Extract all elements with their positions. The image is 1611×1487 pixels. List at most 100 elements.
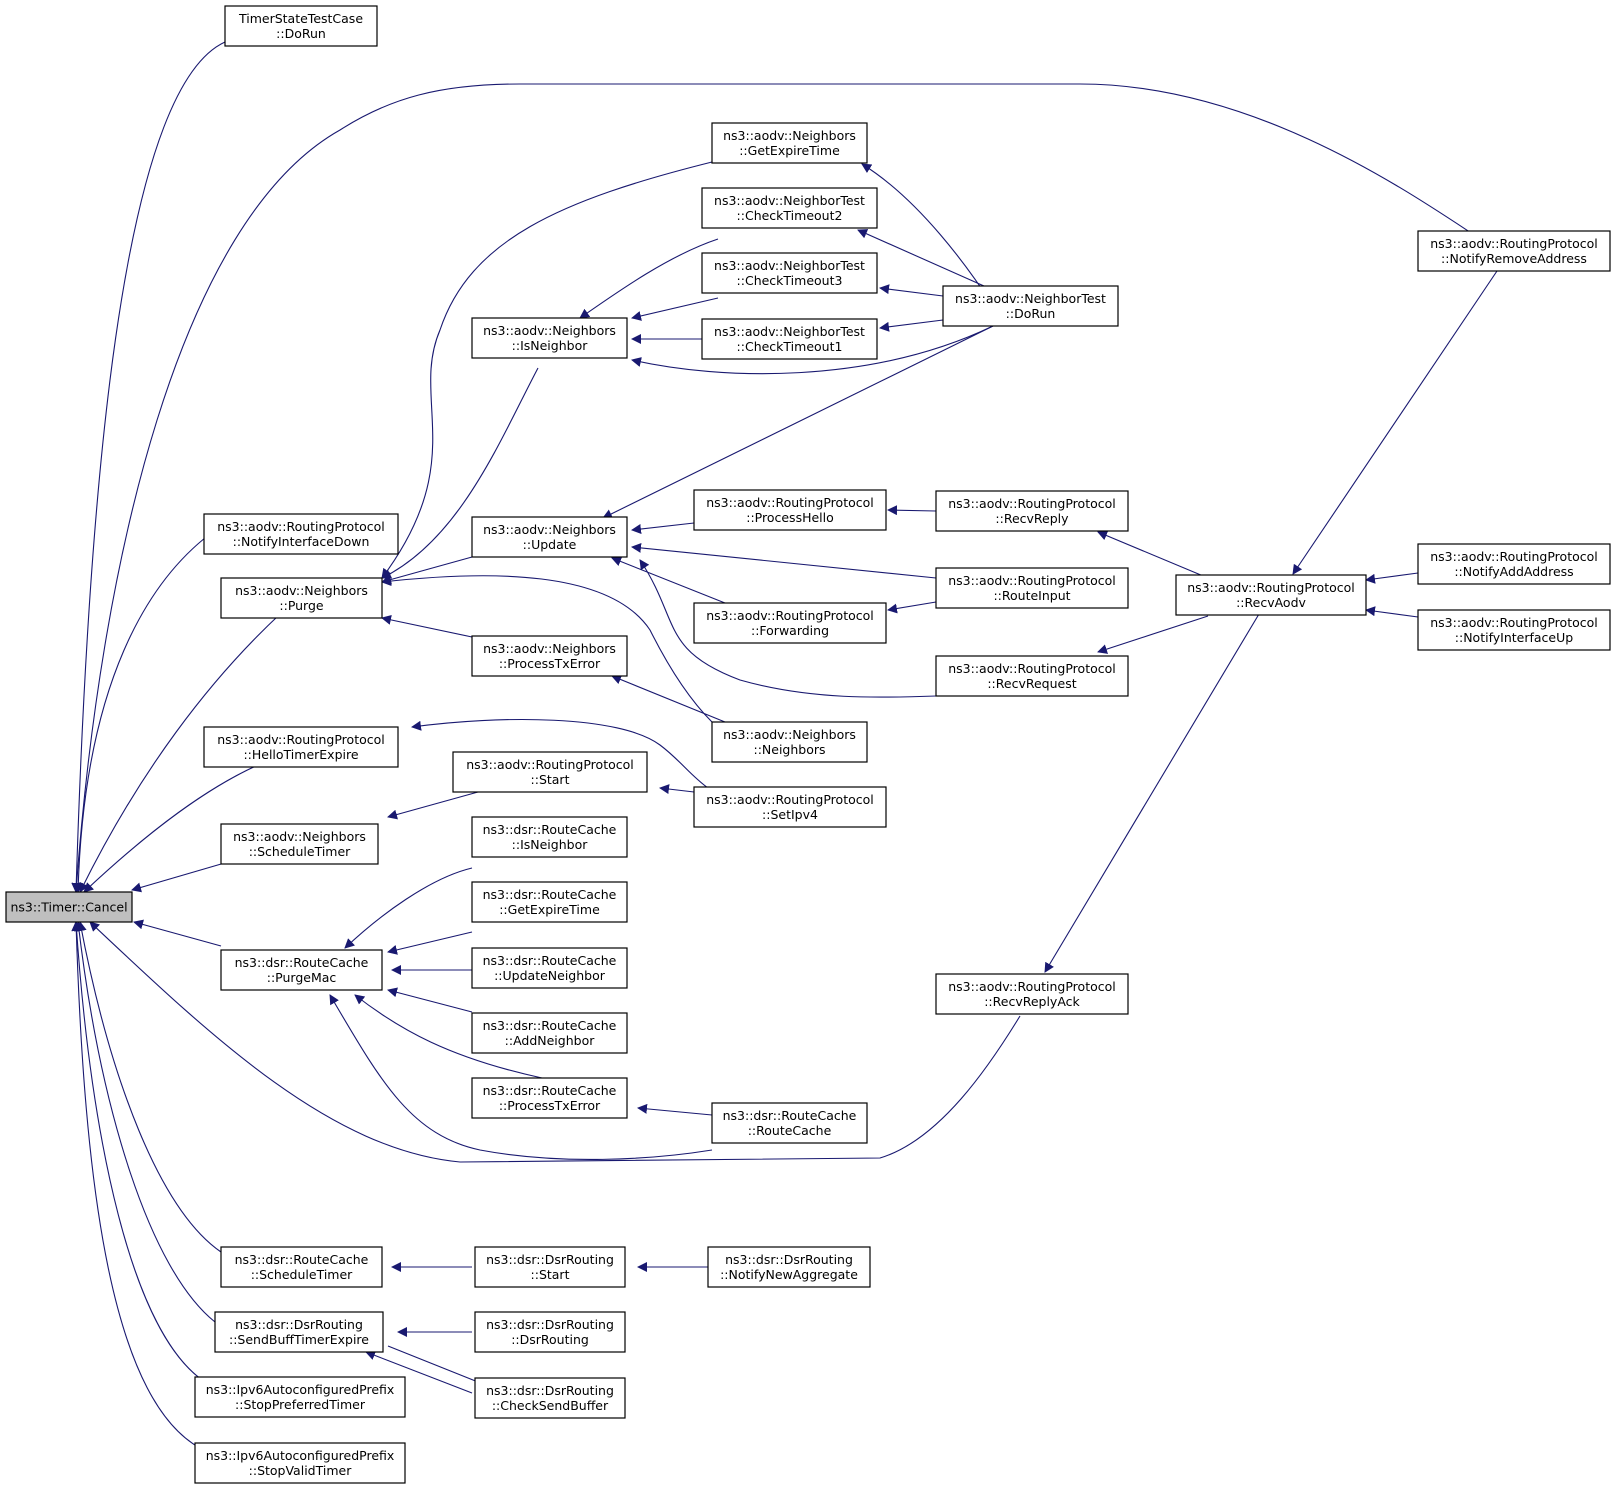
node-ipv6-spt[interactable]: ns3::Ipv6AutoconfiguredPrefix::StopPrefe… <box>194 1376 406 1418</box>
node-box <box>935 973 1129 1015</box>
edge-rpph-rprr <box>887 505 937 516</box>
node-label: ::NotifyInterfaceDown <box>233 534 370 549</box>
node-label: ns3::dsr::DsrRouting <box>486 1383 614 1398</box>
node-label: ns3::aodv::RoutingProtocol <box>706 792 874 807</box>
node-rc-isn[interactable]: ns3::dsr::RouteCache::IsNeighbor <box>471 816 628 858</box>
edge-purge-nbptx <box>381 614 473 638</box>
node-tstc[interactable]: TimerStateTestCase::DoRun <box>224 5 378 47</box>
node-nb-ptx[interactable]: ns3::aodv::Neighbors::ProcessTxError <box>471 635 628 677</box>
node-box <box>711 1102 868 1144</box>
node-box <box>942 285 1119 327</box>
node-cancel[interactable]: ns3::Timer::Cancel <box>5 891 133 923</box>
node-rc-st[interactable]: ns3::dsr::RouteCache::ScheduleTimer <box>220 1246 383 1288</box>
node-nt-ct2[interactable]: ns3::aodv::NeighborTest::CheckTimeout2 <box>701 187 878 229</box>
node-label: ::Neighbors <box>753 742 825 757</box>
node-nb-st[interactable]: ns3::aodv::Neighbors::ScheduleTimer <box>220 823 379 865</box>
node-box <box>1417 609 1611 651</box>
node-rp-rreq[interactable]: ns3::aodv::RoutingProtocol::RecvRequest <box>935 655 1129 697</box>
node-label: ::RecvReplyAck <box>984 994 1080 1009</box>
edge-nbupd-ntdorun <box>602 325 994 519</box>
node-box <box>1417 230 1611 272</box>
node-rc-add[interactable]: ns3::dsr::RouteCache::AddNeighbor <box>471 1012 628 1054</box>
node-label: ::GetExpireTime <box>499 902 600 917</box>
node-nt-ct3[interactable]: ns3::aodv::NeighborTest::CheckTimeout3 <box>701 252 878 294</box>
node-rp-hte[interactable]: ns3::aodv::RoutingProtocol::HelloTimerEx… <box>203 726 399 768</box>
node-label: ns3::dsr::DsrRouting <box>725 1252 853 1267</box>
node-label: ::RecvRequest <box>987 676 1076 691</box>
node-nt-ct1[interactable]: ns3::aodv::NeighborTest::CheckTimeout1 <box>701 318 878 360</box>
edge-cancel-rpnra <box>71 83 1486 893</box>
node-rp-rr[interactable]: ns3::aodv::RoutingProtocol::RecvReply <box>935 490 1129 532</box>
node-rp-fwd[interactable]: ns3::aodv::RoutingProtocol::Forwarding <box>693 602 887 644</box>
node-dsr-nna[interactable]: ns3::dsr::DsrRouting::NotifyNewAggregate <box>707 1246 871 1288</box>
node-box <box>194 1376 406 1418</box>
node-dsr-start[interactable]: ns3::dsr::DsrRouting::Start <box>474 1246 626 1288</box>
node-label: ::Start <box>531 772 570 787</box>
node-ipv6-svt[interactable]: ns3::Ipv6AutoconfiguredPrefix::StopValid… <box>194 1442 406 1484</box>
node-label: ns3::aodv::RoutingProtocol <box>217 732 385 747</box>
node-nb-purge[interactable]: ns3::aodv::Neighbors::Purge <box>220 577 383 619</box>
node-rc-purgemac[interactable]: ns3::dsr::RouteCache::PurgeMac <box>220 949 383 991</box>
node-label: ns3::dsr::DsrRouting <box>486 1252 614 1267</box>
node-label: ns3::aodv::Neighbors <box>483 522 616 537</box>
edge-cancel-rcpurgemac <box>133 919 222 947</box>
node-dsr-sbte[interactable]: ns3::dsr::DsrRouting::SendBuffTimerExpir… <box>214 1311 384 1353</box>
edge-nbisn-ntct2 <box>579 238 719 319</box>
node-label: ns3::aodv::Neighbors <box>483 323 616 338</box>
node-rc-ctor[interactable]: ns3::dsr::RouteCache::RouteCache <box>711 1102 868 1144</box>
node-box <box>220 577 383 619</box>
edge-nbupd-rprreq <box>639 559 937 698</box>
node-rp-setipv4[interactable]: ns3::aodv::RoutingProtocol::SetIpv4 <box>693 786 887 828</box>
node-box <box>693 602 887 644</box>
edge-rprr-rpra <box>1097 530 1209 579</box>
node-rp-start[interactable]: ns3::aodv::RoutingProtocol::Start <box>452 751 648 793</box>
node-box <box>701 187 878 229</box>
node-nt-dorun[interactable]: ns3::aodv::NeighborTest::DoRun <box>942 285 1119 327</box>
node-label: ns3::aodv::NeighborTest <box>714 324 865 339</box>
node-label: ns3::aodv::NeighborTest <box>714 258 865 273</box>
node-nb-upd[interactable]: ns3::aodv::Neighbors::Update <box>471 516 628 558</box>
node-rp-ra[interactable]: ns3::aodv::RoutingProtocol::RecvAodv <box>1175 574 1367 616</box>
node-box <box>194 1442 406 1484</box>
node-nb-isn[interactable]: ns3::aodv::Neighbors::IsNeighbor <box>471 317 628 359</box>
node-box <box>5 891 133 923</box>
node-label: ns3::aodv::NeighborTest <box>714 193 865 208</box>
node-box <box>214 1311 384 1353</box>
node-rp-nra[interactable]: ns3::aodv::RoutingProtocol::NotifyRemove… <box>1417 230 1611 272</box>
edge-purge-nbctor <box>381 575 713 723</box>
call-graph-nodes: ns3::Timer::Cancel TimerStateTestCase::Do… <box>5 5 1611 1484</box>
node-rp-naa[interactable]: ns3::aodv::RoutingProtocol::NotifyAddAdd… <box>1417 543 1611 585</box>
node-label: ::StopPreferredTimer <box>235 1397 366 1412</box>
node-label: ns3::aodv::RoutingProtocol <box>466 757 634 772</box>
node-label: ::RouteCache <box>748 1123 832 1138</box>
node-rp-ph[interactable]: ns3::aodv::RoutingProtocol::ProcessHello <box>693 489 887 531</box>
node-label: ns3::aodv::RoutingProtocol <box>948 496 1116 511</box>
node-dsr-csb[interactable]: ns3::dsr::DsrRouting::CheckSendBuffer <box>474 1377 626 1419</box>
node-label: ns3::aodv::Neighbors <box>483 641 616 656</box>
edge-nbptx-nbctor <box>611 674 726 723</box>
node-rp-rra[interactable]: ns3::aodv::RoutingProtocol::RecvReplyAck <box>935 973 1129 1015</box>
node-label: ::NotifyNewAggregate <box>720 1267 858 1282</box>
edge-rpra-rpniu <box>1365 606 1419 618</box>
node-box <box>711 721 868 763</box>
edge-purge-nbupd <box>381 556 473 585</box>
node-label: ::IsNeighbor <box>512 837 589 852</box>
node-rp-niu[interactable]: ns3::aodv::RoutingProtocol::NotifyInterf… <box>1417 609 1611 651</box>
node-label: ::PurgeMac <box>267 970 337 985</box>
node-label: ns3::aodv::RoutingProtocol <box>217 519 385 534</box>
node-rp-ri[interactable]: ns3::aodv::RoutingProtocol::RouteInput <box>935 567 1129 609</box>
node-nb-get[interactable]: ns3::aodv::Neighbors::GetExpireTime <box>711 122 868 164</box>
node-box <box>471 1012 628 1054</box>
node-rc-ptx[interactable]: ns3::dsr::RouteCache::ProcessTxError <box>471 1077 628 1119</box>
node-label: ns3::aodv::RoutingProtocol <box>948 573 1116 588</box>
node-label: ::Forwarding <box>751 623 829 638</box>
node-rc-upd[interactable]: ns3::dsr::RouteCache::UpdateNeighbor <box>471 947 628 989</box>
node-dsr-dsr[interactable]: ns3::dsr::DsrRouting::DsrRouting <box>474 1311 626 1353</box>
node-rc-get[interactable]: ns3::dsr::RouteCache::GetExpireTime <box>471 881 628 923</box>
node-nb-ctor[interactable]: ns3::aodv::Neighbors::Neighbors <box>711 721 868 763</box>
node-label: ::ProcessHello <box>746 510 834 525</box>
node-rp-nid[interactable]: ns3::aodv::RoutingProtocol::NotifyInterf… <box>203 513 399 555</box>
node-label: ::ScheduleTimer <box>251 1267 353 1282</box>
node-box <box>471 516 628 558</box>
node-label: ::UpdateNeighbor <box>494 968 606 983</box>
